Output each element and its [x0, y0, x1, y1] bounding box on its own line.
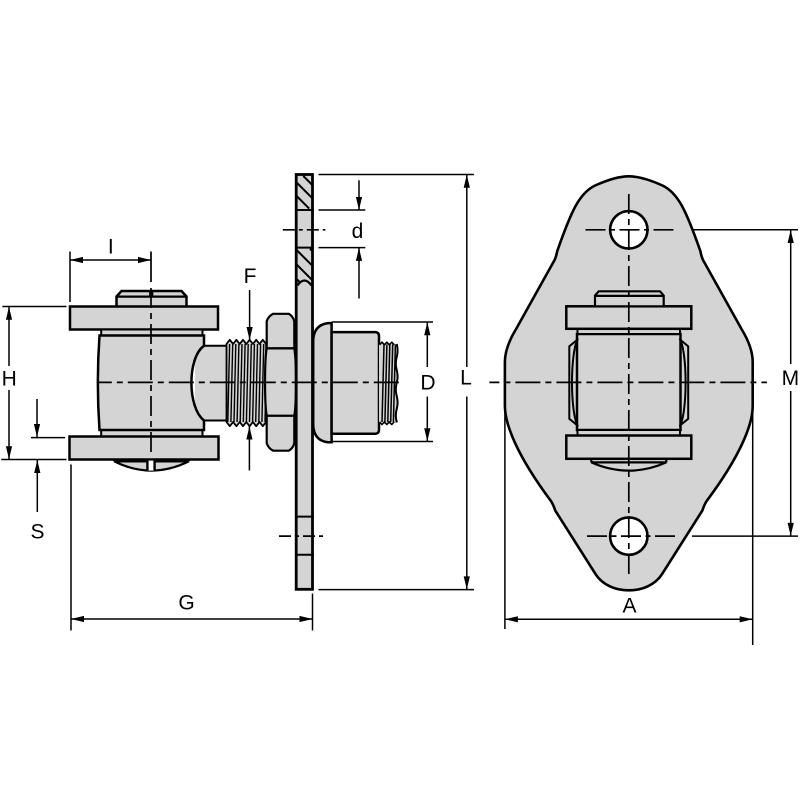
svg-text:M: M [782, 367, 800, 390]
svg-text:S: S [30, 521, 44, 544]
svg-text:H: H [2, 368, 17, 391]
svg-text:D: D [420, 372, 435, 395]
svg-text:I: I [108, 236, 114, 259]
svg-text:d: d [352, 220, 364, 243]
svg-text:L: L [460, 367, 472, 390]
svg-text:A: A [622, 595, 636, 618]
svg-text:G: G [178, 592, 194, 615]
svg-text:F: F [244, 265, 257, 288]
